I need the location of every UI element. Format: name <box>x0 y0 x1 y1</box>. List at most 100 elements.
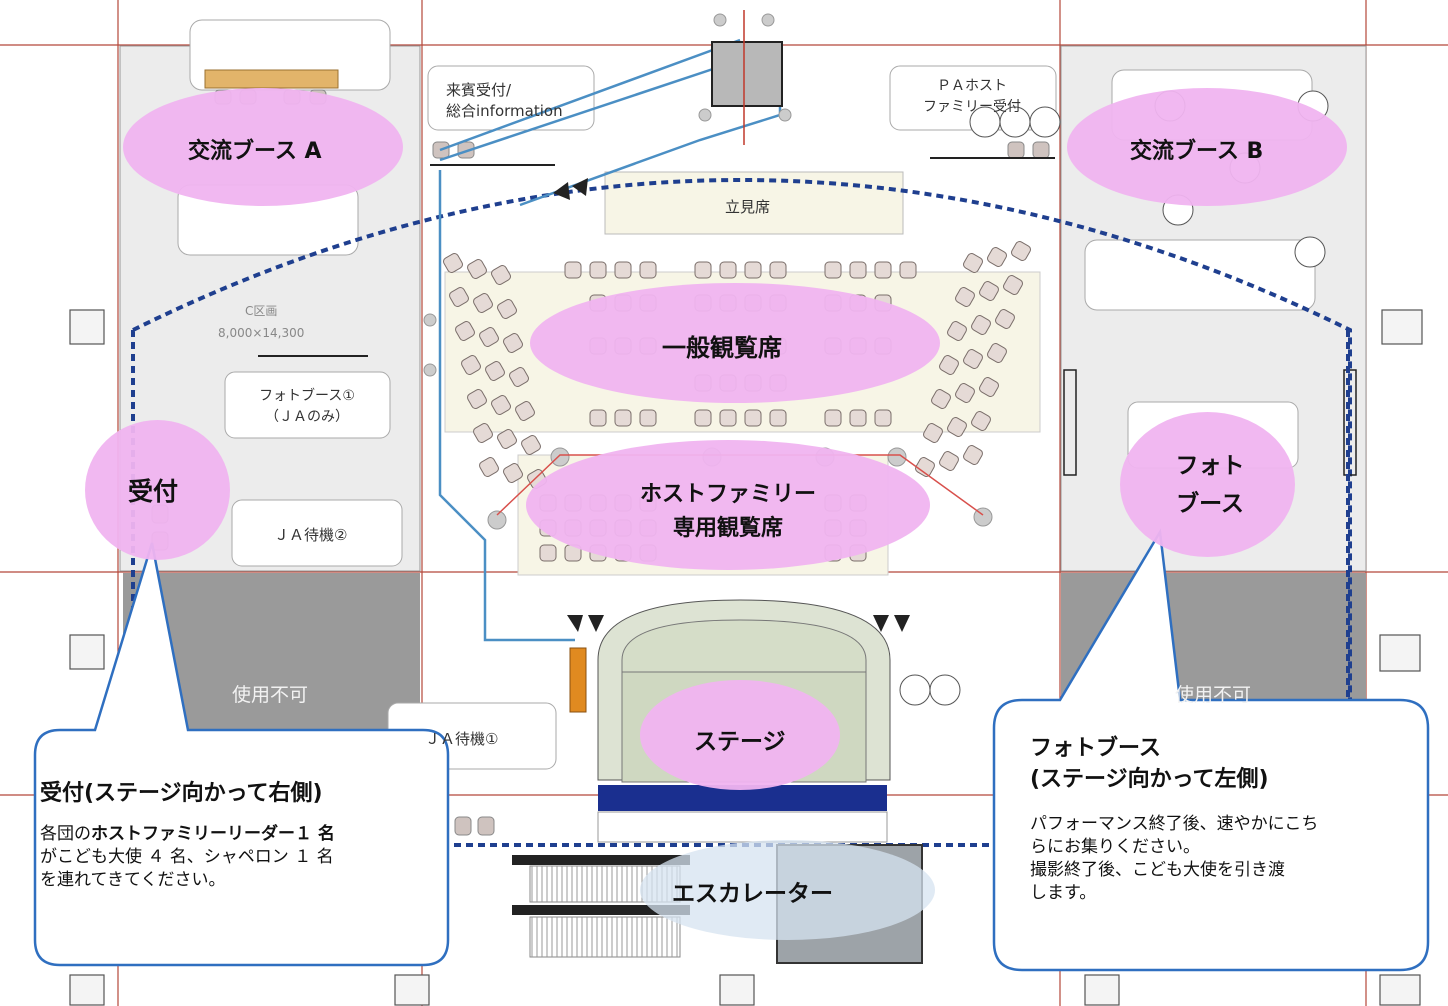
reception-callout-body-bold: ホストファミリーリーダー１ 名 <box>91 824 335 844</box>
seat <box>769 409 787 427</box>
reception-info-line1: 来賓受付/ <box>446 81 512 99</box>
photo-booth-1-label: フォトブース① （ＪＡのみ） <box>232 386 382 428</box>
seat <box>467 259 487 279</box>
seat <box>719 261 737 279</box>
seat <box>503 333 523 353</box>
seat <box>971 315 991 335</box>
photo-callout-body: パフォーマンス終了後、速やかにこち らにお集りください。 撮影終了後、こども大使… <box>1030 813 1420 905</box>
seat <box>769 261 787 279</box>
seat <box>449 287 469 307</box>
photo-booth-line1: フォト <box>1175 453 1245 479</box>
photo-callout: フォトブース (ステージ向かって左側) パフォーマンス終了後、速やかにこち らにお… <box>1030 733 1420 905</box>
seat <box>955 383 975 403</box>
seat <box>694 261 712 279</box>
seat <box>614 261 632 279</box>
exchange-a-highlight <box>123 88 403 206</box>
seat <box>987 247 1007 267</box>
seat <box>473 423 493 443</box>
seat <box>744 261 762 279</box>
columns <box>69 309 1423 1006</box>
photo-callout-body-4: します。 <box>1030 883 1097 903</box>
pa-host-line1: ＰＡホスト <box>937 78 1007 94</box>
reception-callout-body: 各団のホストファミリーリーダー１ 名 がこども大使 ４ 名、シャペロン １ 名 … <box>40 823 440 892</box>
exchange-table <box>204 69 339 89</box>
seat <box>995 309 1015 329</box>
seat <box>491 265 511 285</box>
seat <box>479 327 499 347</box>
seat <box>719 409 737 427</box>
seat <box>461 355 481 375</box>
seat <box>824 409 842 427</box>
seat <box>955 287 975 307</box>
host-seats-label: ホストファミリー専用観覧席 <box>628 478 828 546</box>
seat <box>479 457 499 477</box>
seat <box>1003 275 1023 295</box>
seat <box>455 321 475 341</box>
unusable-left-label: 使用不可 <box>232 684 309 706</box>
seat <box>497 299 517 319</box>
seat <box>539 544 557 562</box>
seat <box>923 423 943 443</box>
seat <box>874 261 892 279</box>
seat <box>915 457 935 477</box>
seat <box>515 401 535 421</box>
seat <box>473 293 493 313</box>
host-seats-highlight <box>526 440 930 570</box>
seat <box>874 409 892 427</box>
host-seats-line1: ホストファミリー <box>639 482 816 507</box>
seat <box>824 261 842 279</box>
host-seats-line2: 専用観覧席 <box>672 516 783 541</box>
reception-info-label: 来賓受付/総合information <box>446 80 563 122</box>
seat <box>443 253 463 273</box>
seat <box>963 445 983 465</box>
seat <box>694 409 712 427</box>
seat <box>947 321 967 341</box>
seat <box>939 355 959 375</box>
seat <box>521 435 541 455</box>
seat <box>963 349 983 369</box>
seat <box>979 377 999 397</box>
barriers <box>258 157 1055 357</box>
seat <box>931 389 951 409</box>
seat <box>987 343 1007 363</box>
escalator-label: エスカレーター <box>672 881 833 907</box>
exchange-b-label: 交流ブース B <box>1130 139 1264 164</box>
photo-booth-1-line1: フォトブース① <box>259 388 355 404</box>
photo-callout-title-1: フォトブース <box>1030 736 1161 761</box>
seat <box>947 417 967 437</box>
seat <box>963 253 983 273</box>
escalator-highlight <box>640 840 935 940</box>
reception-callout: 受付(ステージ向かって右側) 各団のホストファミリーリーダー１ 名 がこども大使… <box>40 778 440 892</box>
pa-host-label: ＰＡホストファミリー受付 <box>902 76 1042 118</box>
c-area-title: C区画 <box>245 304 278 318</box>
seat <box>899 261 917 279</box>
c-area-size: 8,000×14,300 <box>218 326 305 340</box>
standing-label: 立見席 <box>725 198 771 216</box>
seat <box>744 409 762 427</box>
seat <box>639 261 657 279</box>
reception-label: 受付 <box>128 477 179 506</box>
seat <box>939 451 959 471</box>
exchange-a-label: 交流ブース A <box>188 139 322 164</box>
photo-booth-1-line2: （ＪＡのみ） <box>265 409 349 425</box>
reception-callout-title: 受付(ステージ向かって右側) <box>40 781 323 806</box>
seat <box>497 429 517 449</box>
seat <box>491 395 511 415</box>
reception-info-line2: 総合information <box>446 102 563 120</box>
seat <box>503 463 523 483</box>
seat <box>971 411 991 431</box>
seat <box>467 389 487 409</box>
photo-booth-line2: ブース <box>1176 491 1244 517</box>
seat <box>589 409 607 427</box>
general-seats-label: 一般観覧席 <box>662 334 782 362</box>
ja-wait-1-label: ＪＡ待機① <box>425 730 499 748</box>
photo-callout-title-2: (ステージ向かって左側) <box>1030 767 1269 792</box>
seat <box>1011 241 1031 261</box>
seat <box>849 409 867 427</box>
camera-platform <box>711 41 783 107</box>
photo-booth-label: フォトブース <box>1160 447 1260 523</box>
seat <box>639 409 657 427</box>
stage-label: ステージ <box>694 729 786 755</box>
general-seats-highlight <box>530 283 940 403</box>
